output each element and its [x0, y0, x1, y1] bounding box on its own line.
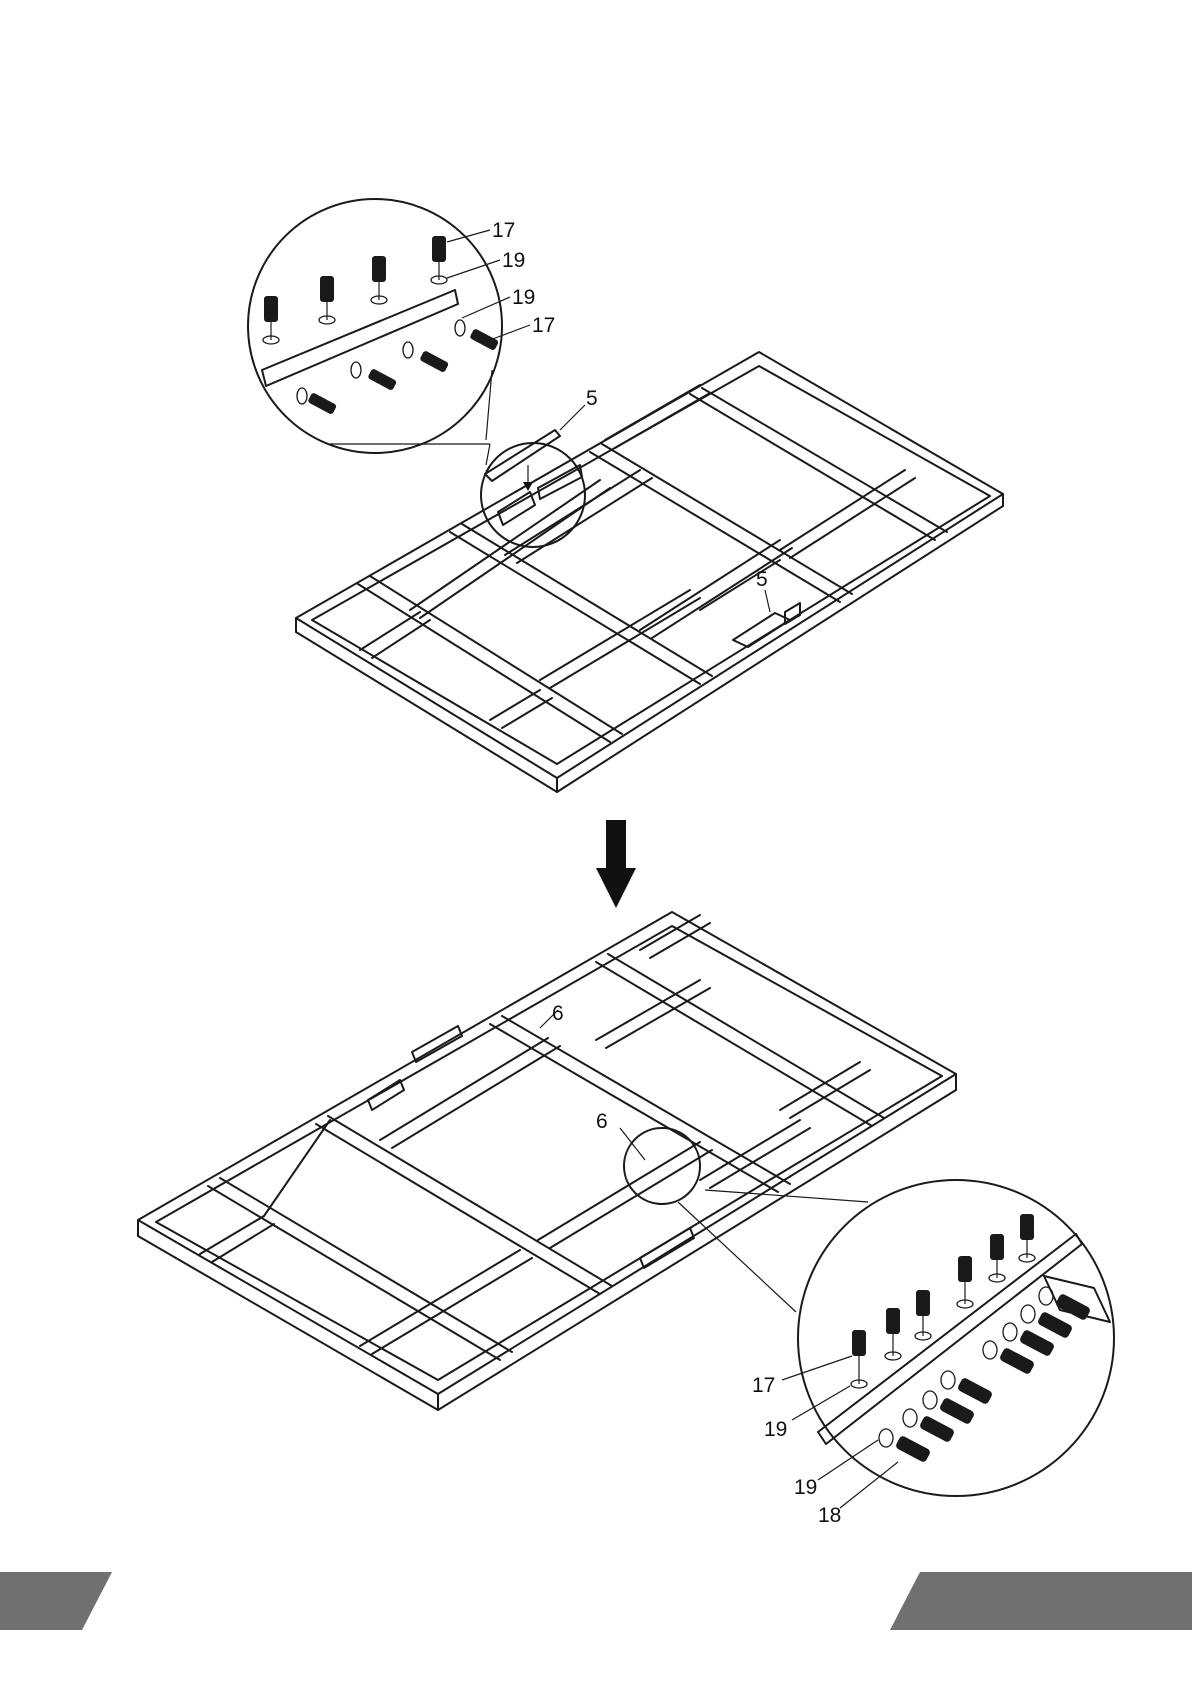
bottom-frame: [138, 912, 956, 1410]
screw-icon: [431, 236, 447, 284]
top-labels: 17 19 19 17 5 5: [492, 219, 768, 591]
screw-icon: [371, 256, 387, 304]
label-17: 17: [532, 314, 555, 337]
footer-band-right: [890, 1572, 1192, 1630]
screw-icon: [851, 1330, 867, 1388]
screw-icon: [989, 1234, 1005, 1282]
label-19: 19: [512, 286, 535, 309]
top-frame: [296, 352, 1003, 792]
label-5: 5: [756, 568, 768, 591]
down-arrow-icon: [596, 820, 636, 908]
bolt-icon: [297, 388, 337, 415]
screw-icon: [263, 296, 279, 344]
bolt-icon: [879, 1429, 931, 1463]
top-detail-callout: [248, 199, 585, 547]
bolt-icon: [983, 1341, 1035, 1375]
label-17: 17: [492, 219, 515, 242]
screw-icon: [1019, 1214, 1035, 1262]
top-screws: [263, 236, 499, 415]
screw-icon: [319, 276, 335, 324]
label-6: 6: [596, 1110, 608, 1133]
label-19: 19: [764, 1418, 787, 1441]
screw-icon: [957, 1256, 973, 1308]
bolt-icon: [403, 342, 449, 373]
bottom-detail-callout: [624, 1128, 1114, 1496]
screw-icon: [915, 1290, 931, 1340]
footer: [0, 1572, 1192, 1630]
label-19: 19: [502, 249, 525, 272]
bottom-bolts: [879, 1287, 1091, 1463]
label-18: 18: [818, 1504, 841, 1527]
label-6: 6: [552, 1002, 564, 1025]
bolt-icon: [455, 320, 499, 351]
bolt-icon: [351, 362, 397, 391]
footer-band-left: [0, 1572, 112, 1630]
top-bracket-mid: [733, 603, 800, 647]
bolt-icon: [903, 1409, 955, 1443]
bottom-labels: 6 6 17 19 19 18: [552, 1002, 841, 1527]
screw-icon: [885, 1308, 901, 1360]
label-19: 19: [794, 1476, 817, 1499]
bottom-brackets: [368, 1026, 694, 1268]
label-5: 5: [586, 387, 598, 410]
label-17: 17: [752, 1374, 775, 1397]
